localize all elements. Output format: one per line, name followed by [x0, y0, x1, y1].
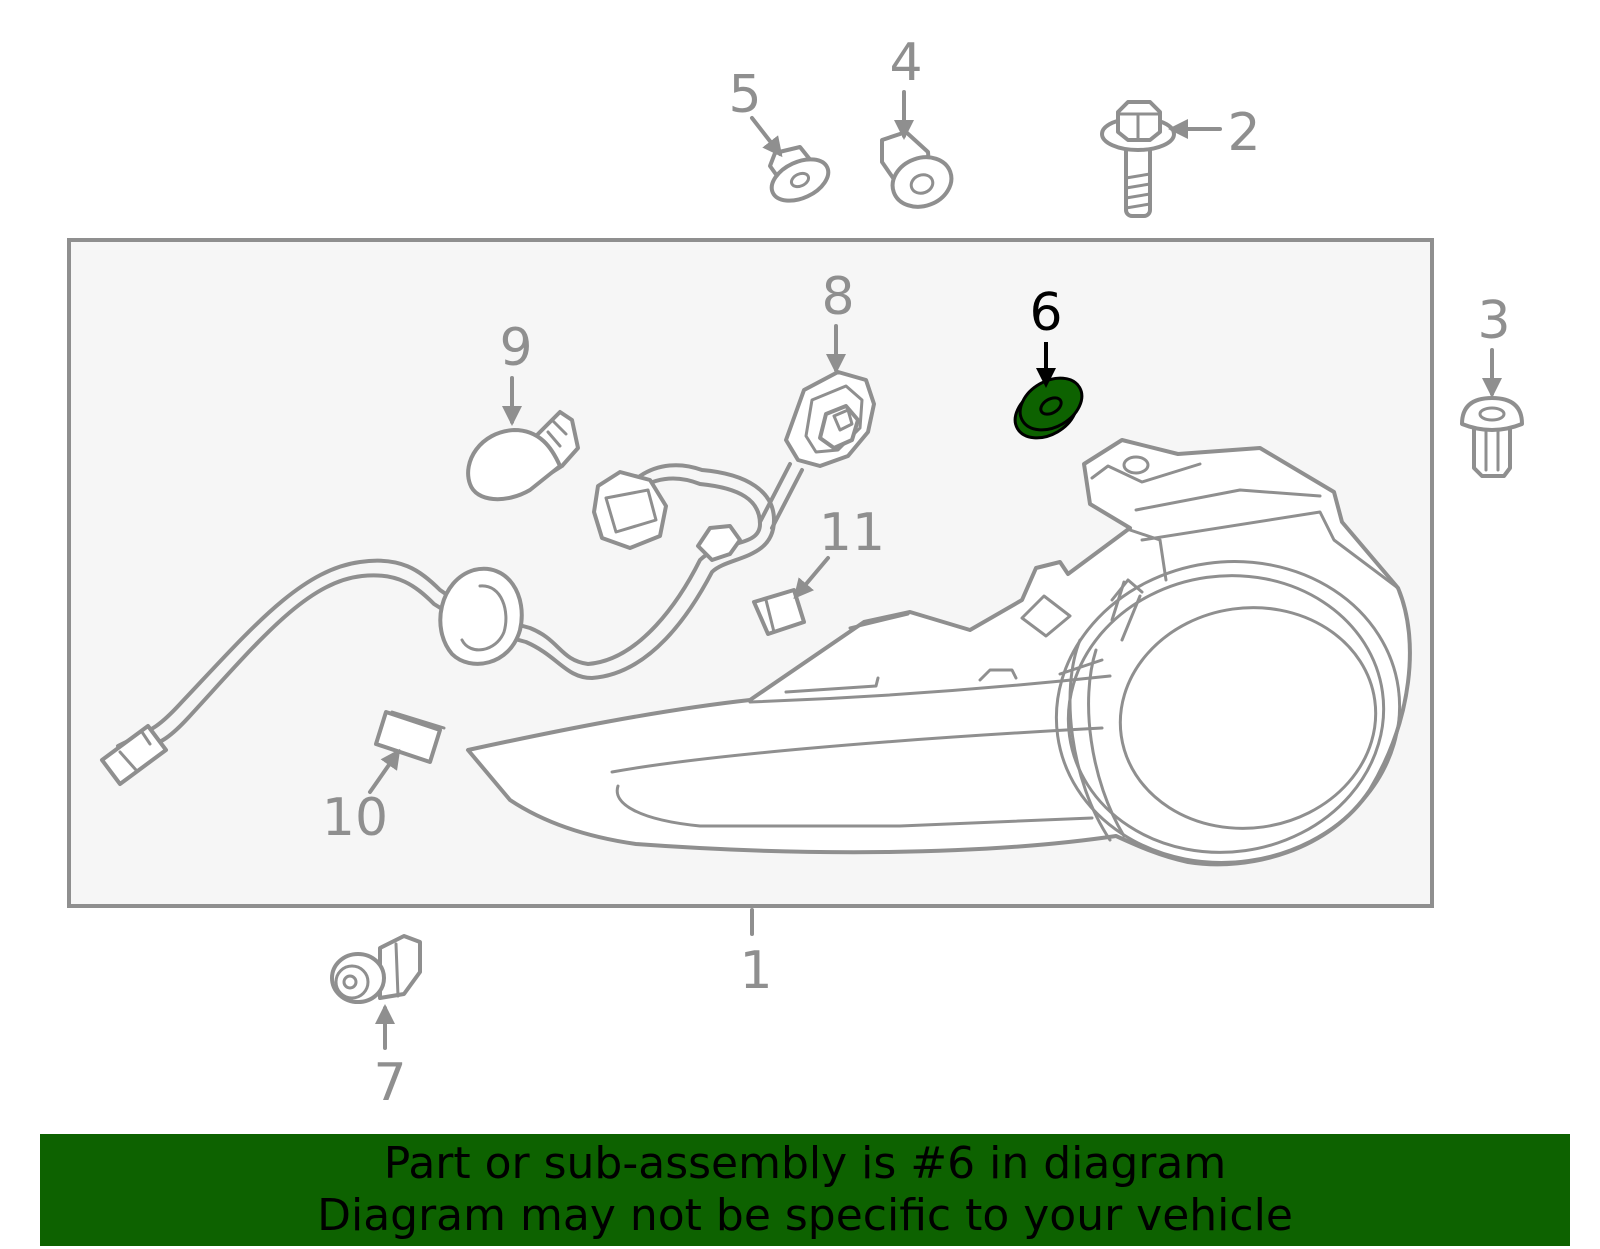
arrow-11	[793, 556, 830, 600]
callout-2: 2	[1227, 103, 1260, 163]
wiring-harness	[100, 462, 804, 786]
banner-line-1: Part or sub-assembly is #6 in diagram	[383, 1138, 1227, 1189]
callout-8: 8	[821, 267, 854, 327]
arrow-5	[750, 116, 783, 158]
callout-4: 4	[889, 33, 922, 93]
callout-5: 5	[728, 65, 761, 125]
part-11-block	[752, 588, 806, 636]
part-10-block	[374, 710, 446, 764]
callout-11: 11	[819, 503, 885, 563]
part-7-socket	[330, 934, 422, 1004]
callout-6: 6	[1029, 283, 1062, 343]
part-2-bolt	[1100, 100, 1176, 218]
callout-10: 10	[322, 788, 388, 848]
part-6-grommet	[1013, 376, 1084, 440]
arrow-10	[368, 748, 401, 794]
part-4-clip	[880, 130, 954, 209]
headlamp-housing	[466, 438, 1412, 867]
leader-lines	[368, 90, 1502, 1050]
part-9-bulb	[466, 410, 580, 502]
callout-7: 7	[373, 1053, 406, 1113]
part-3-clip	[1460, 396, 1524, 478]
callout-9: 9	[499, 318, 532, 378]
info-banner: Part or sub-assembly is #6 in diagram Di…	[40, 1134, 1570, 1246]
part-5-nut	[768, 145, 831, 203]
banner-line-2: Diagram may not be specific to your vehi…	[317, 1190, 1293, 1241]
callout-1: 1	[739, 941, 772, 1001]
callout-3: 3	[1477, 291, 1510, 351]
part-8-socket	[784, 370, 876, 468]
